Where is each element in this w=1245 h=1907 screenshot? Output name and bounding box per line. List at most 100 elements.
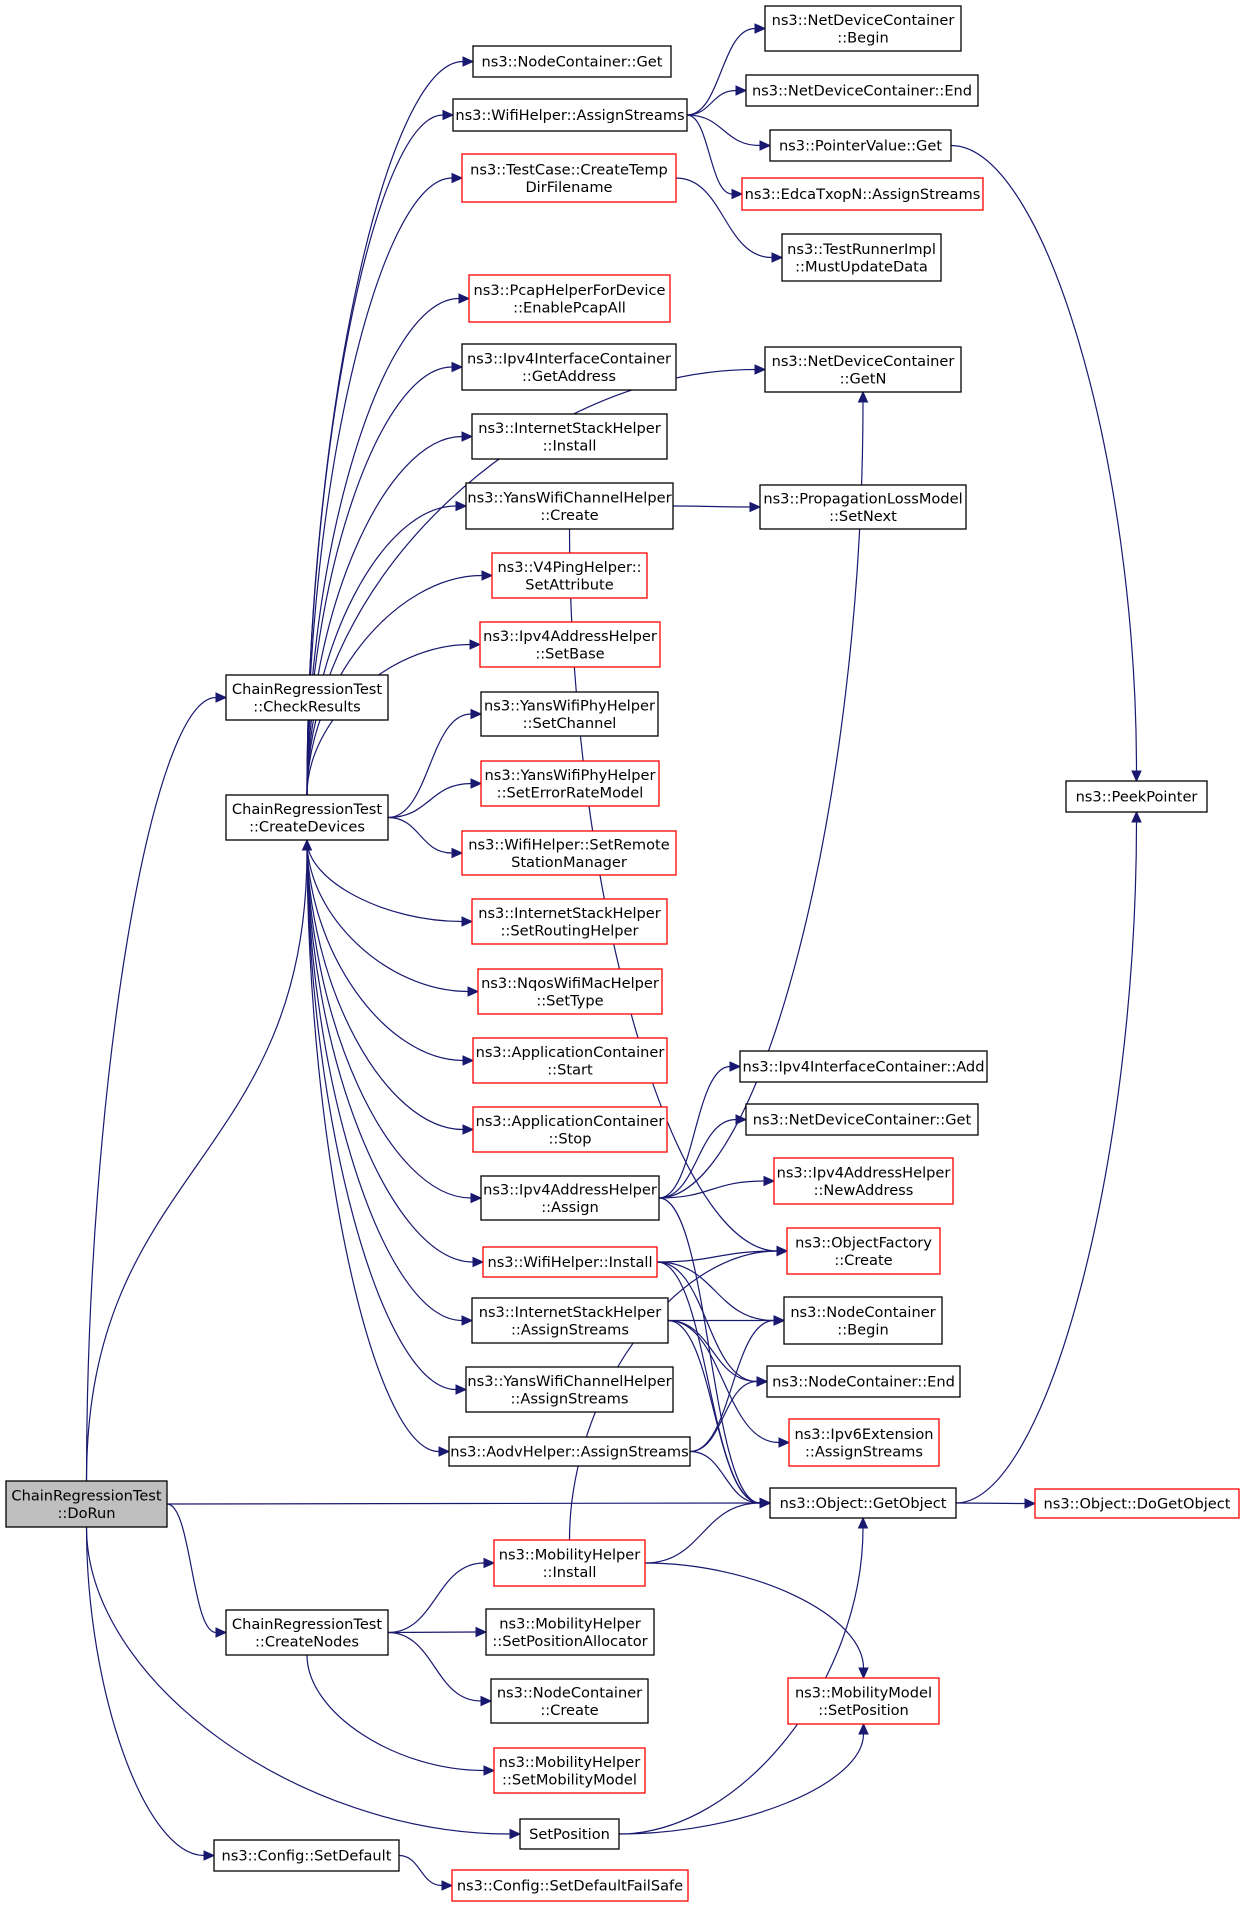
node-label: ::Create: [834, 1252, 892, 1269]
node-label: ns3::InternetStackHelper: [478, 420, 661, 437]
edge-n17-to-n40: [658, 1065, 731, 1199]
arrowhead-n27-to-n28: [441, 1880, 454, 1891]
node-n27[interactable]: ns3::Config::SetDefault: [213, 1839, 400, 1872]
node-n40[interactable]: ns3::Ipv4InterfaceContainer::Add: [739, 1050, 988, 1083]
node-n50[interactable]: ns3::Object::DoGetObject: [1034, 1488, 1240, 1519]
node-n7[interactable]: ns3::YansWifiChannelHelper::Create: [465, 482, 674, 530]
node-n36[interactable]: ns3::EdcaTxopN::AssignStreams: [741, 177, 984, 211]
node-n46[interactable]: ns3::Ipv6Extension::AssignStreams: [788, 1418, 940, 1467]
node-n8[interactable]: ns3::V4PingHelper::SetAttribute: [491, 552, 648, 599]
node-label: ChainRegressionTest: [232, 681, 383, 698]
node-n10[interactable]: ns3::YansWifiPhyHelper::SetChannel: [480, 691, 659, 737]
edge-n29-to-n32: [166, 1503, 217, 1634]
node-label: ns3::MobilityHelper: [499, 1546, 641, 1563]
edge-n31-to-n3: [306, 177, 453, 796]
arrowhead-n22-to-n43: [776, 1245, 789, 1257]
node-n31[interactable]: ChainRegressionTest::CreateDevices: [225, 794, 389, 841]
node-n16[interactable]: ns3::ApplicationContainer::Stop: [472, 1106, 668, 1153]
edge-n29-to-n31: [85, 849, 308, 1482]
node-n49[interactable]: ns3::PeekPointer: [1065, 780, 1208, 813]
node-n33[interactable]: ns3::NetDeviceContainer::Begin: [764, 5, 962, 52]
node-n23[interactable]: ns3::MobilityHelper::SetPositionAllocato…: [485, 1608, 655, 1656]
node-n39[interactable]: ns3::PropagationLossModel::SetNext: [759, 484, 967, 530]
node-n37[interactable]: ns3::TestRunnerImpl::MustUpdateData: [781, 233, 942, 282]
node-n22[interactable]: ns3::MobilityHelper::Install: [493, 1539, 646, 1587]
edge-n19-to-n47: [667, 1319, 761, 1504]
arrowhead-n19-to-n46: [778, 1437, 791, 1448]
arrowhead-n31-to-n19: [461, 1315, 474, 1326]
node-n30[interactable]: ChainRegressionTest::CheckResults: [225, 674, 389, 721]
node-n18[interactable]: ns3::WifiHelper::Install: [482, 1246, 658, 1278]
node-label: ::SetType: [536, 992, 603, 1009]
node-n41[interactable]: ns3::NetDeviceContainer::Get: [745, 1103, 979, 1136]
node-label: ::Stop: [548, 1130, 591, 1147]
node-n38[interactable]: ns3::NetDeviceContainer::GetN: [764, 346, 962, 393]
arrowhead-n31-to-n20: [455, 1384, 468, 1395]
node-box: [781, 233, 942, 282]
node-n1[interactable]: ns3::NodeContainer::Get: [472, 45, 672, 78]
node-n2[interactable]: ns3::WifiHelper::AssignStreams: [452, 98, 688, 132]
node-n19[interactable]: ns3::InternetStackHelper::AssignStreams: [471, 1297, 669, 1344]
node-n43[interactable]: ns3::ObjectFactory::Create: [786, 1227, 941, 1275]
node-n5[interactable]: ns3::Ipv4InterfaceContainer::GetAddress: [461, 343, 677, 391]
node-n21[interactable]: ns3::AodvHelper::AssignStreams: [448, 1436, 691, 1467]
arrowhead-n31-to-n3: [451, 172, 464, 184]
node-n26[interactable]: SetPosition: [519, 1818, 620, 1850]
arrowhead-n26-to-n47: [857, 1516, 869, 1529]
node-n11[interactable]: ns3::YansWifiPhyHelper::SetErrorRateMode…: [480, 760, 660, 807]
node-n6[interactable]: ns3::InternetStackHelper::Install: [471, 413, 668, 460]
node-n14[interactable]: ns3::NqosWifiMacHelper::SetType: [477, 968, 663, 1015]
node-n17[interactable]: ns3::Ipv4AddressHelper::Assign: [480, 1175, 660, 1221]
edge-n21-to-n45: [689, 1380, 758, 1453]
node-label: ChainRegressionTest: [11, 1487, 162, 1504]
node-n35[interactable]: ns3::PointerValue::Get: [769, 129, 952, 162]
node-n45[interactable]: ns3::NodeContainer::End: [766, 1365, 961, 1398]
node-label: ::SetMobilityModel: [502, 1771, 637, 1788]
arrowhead-n2-to-n34: [735, 85, 748, 96]
arrowhead-n31-to-n12: [451, 847, 464, 859]
node-n4[interactable]: ns3::PcapHelperForDevice::EnablePcapAll: [468, 274, 671, 323]
node-box: [472, 1106, 668, 1153]
edge-n32-to-n22: [387, 1562, 485, 1634]
edge-n31-to-n14: [306, 839, 469, 993]
arrowhead-n29-to-n27: [203, 1850, 216, 1861]
node-n13[interactable]: ns3::InternetStackHelper::SetRoutingHelp…: [471, 898, 668, 945]
node-label: ::SetRoutingHelper: [501, 922, 639, 939]
edge-n21-to-n47: [689, 1450, 761, 1504]
arrowhead-n2-to-n33: [754, 23, 767, 34]
edge-n18-to-n44: [656, 1261, 775, 1322]
node-label: ::Create: [540, 507, 598, 524]
node-n28[interactable]: ns3::Config::SetDefaultFailSafe: [451, 1869, 689, 1902]
node-n9[interactable]: ns3::Ipv4AddressHelper::SetBase: [479, 621, 661, 668]
arrowhead-n31-to-n14: [467, 986, 480, 997]
node-box: [471, 898, 668, 945]
node-n44[interactable]: ns3::NodeContainer::Begin: [783, 1296, 943, 1345]
node-box: [764, 5, 962, 52]
edge-n17-to-n38: [658, 401, 864, 1199]
edge-n35-to-n49: [950, 144, 1138, 772]
node-n15[interactable]: ns3::ApplicationContainer::Start: [472, 1037, 668, 1084]
node-n48[interactable]: ns3::MobilityModel::SetPosition: [787, 1677, 940, 1725]
node-n32[interactable]: ChainRegressionTest::CreateNodes: [225, 1609, 389, 1656]
arrowhead-n29-to-n30: [215, 692, 228, 703]
edge-n7-to-n39: [672, 505, 751, 508]
node-n25[interactable]: ns3::MobilityHelper::SetMobilityModel: [493, 1747, 646, 1794]
node-box: [480, 1175, 660, 1221]
node-n42[interactable]: ns3::Ipv4AddressHelper::NewAddress: [773, 1157, 954, 1205]
edge-n17-to-n41: [658, 1118, 737, 1199]
arrowhead-n31-to-n11: [470, 778, 483, 789]
node-label: ns3::InternetStackHelper: [479, 1304, 662, 1321]
edge-n47-to-n49: [955, 821, 1138, 1504]
node-n29[interactable]: ChainRegressionTest::DoRun: [5, 1480, 168, 1528]
node-label: ::GetAddress: [522, 368, 616, 385]
arrowhead-n21-to-n44: [773, 1315, 786, 1326]
node-n34[interactable]: ns3::NetDeviceContainer::End: [745, 74, 979, 107]
node-box: [773, 1157, 954, 1205]
node-n20[interactable]: ns3::YansWifiChannelHelper::AssignStream…: [465, 1366, 674, 1413]
edge-n27-to-n28: [398, 1854, 443, 1887]
node-box: [5, 1480, 168, 1528]
node-n47[interactable]: ns3::Object::GetObject: [769, 1487, 957, 1519]
node-n24[interactable]: ns3::NodeContainer::Create: [490, 1678, 649, 1724]
